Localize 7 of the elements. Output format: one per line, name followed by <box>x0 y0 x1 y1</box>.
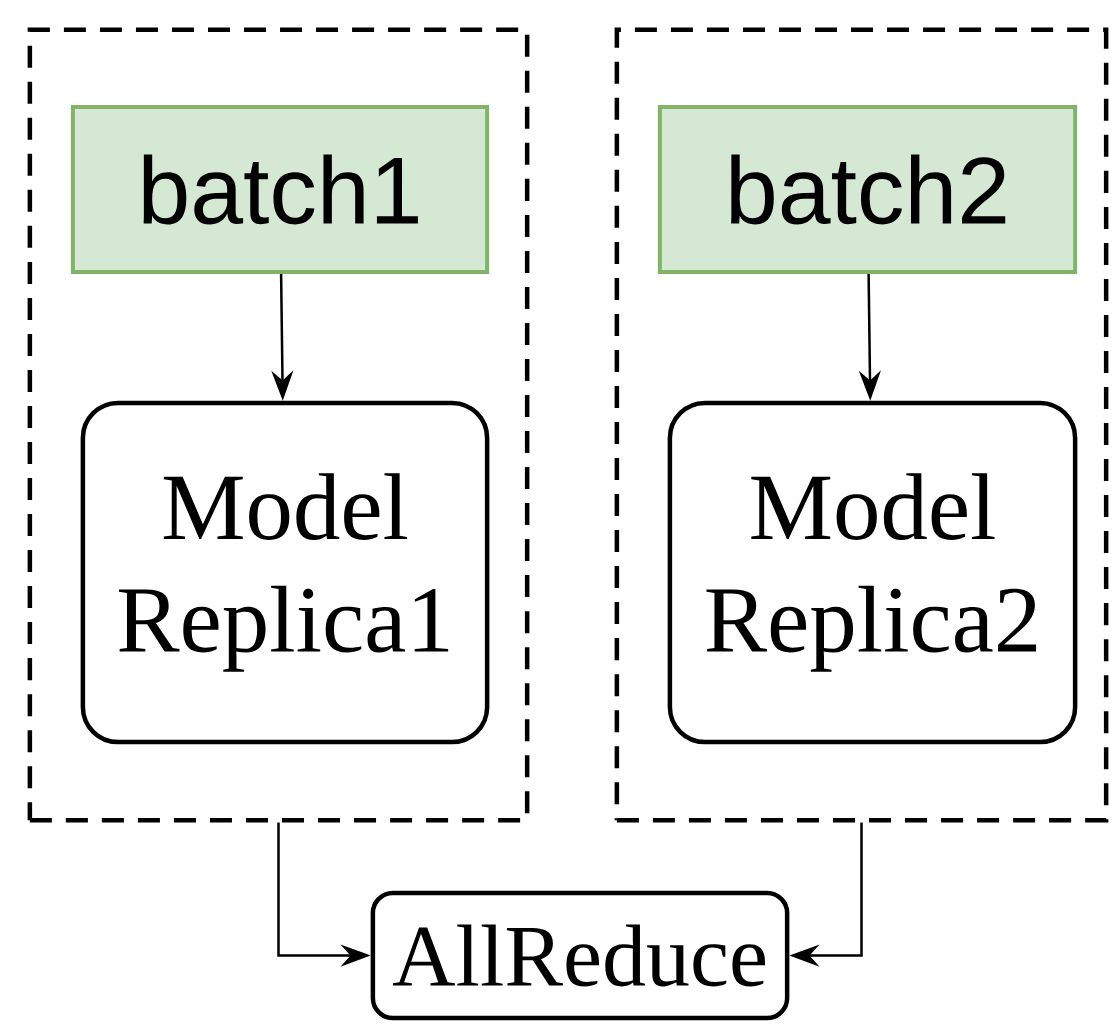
batch-box: batch2 <box>657 104 1078 275</box>
model-replica-box: Model Replica2 <box>667 400 1078 745</box>
dashed-group-box <box>27 27 530 823</box>
dashed-group-box <box>614 27 1109 823</box>
model-replica-box: Model Replica1 <box>80 400 490 745</box>
allreduce-box: AllReduce <box>370 890 790 1021</box>
batch-box: batch1 <box>70 104 490 275</box>
